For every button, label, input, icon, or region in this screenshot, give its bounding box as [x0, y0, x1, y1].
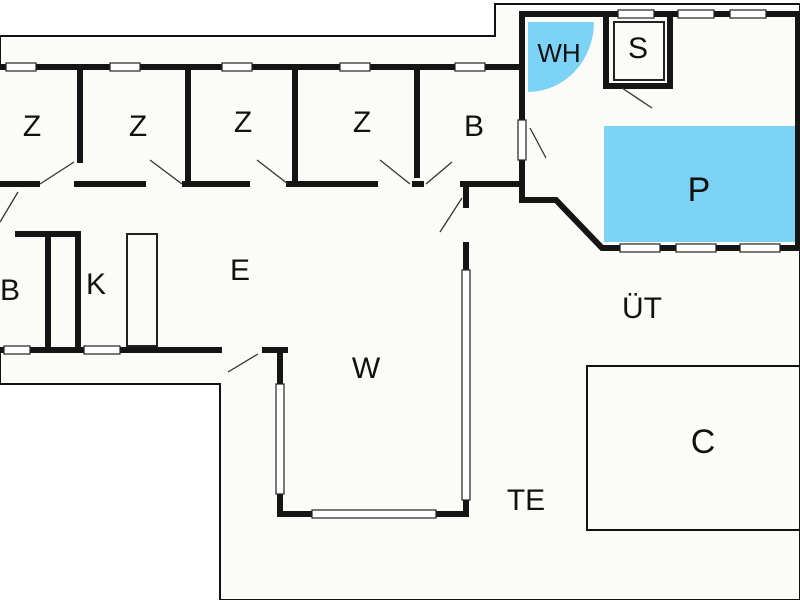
- door-swing: [379, 159, 411, 185]
- room-label-terrace: TE: [507, 484, 545, 517]
- window: [5, 62, 37, 72]
- window: [83, 345, 121, 355]
- room-label-whirlpool: WH: [537, 38, 580, 68]
- kitchen-counter: [126, 233, 158, 347]
- whirlpool-tub: [528, 22, 594, 92]
- door-opening: [222, 346, 262, 354]
- room-label-kitchen: K: [86, 268, 106, 301]
- window: [675, 243, 717, 253]
- door-swing: [425, 161, 453, 185]
- room-label-living: E: [230, 254, 250, 287]
- door-opening: [250, 180, 286, 188]
- door-swing: [621, 87, 653, 109]
- room-label-bedroom: Z: [23, 110, 41, 143]
- room-label-bedroom: Z: [234, 106, 252, 139]
- door-opening: [424, 180, 460, 188]
- room-label-bath: B: [0, 274, 20, 307]
- room-label-winter-garden: W: [352, 352, 381, 385]
- carport-outline: [586, 365, 800, 531]
- door-swing: [227, 353, 259, 373]
- room-label-bedroom: Z: [353, 106, 371, 139]
- window: [461, 269, 471, 501]
- window: [517, 119, 527, 161]
- wall-sauna: [603, 11, 673, 89]
- room-label-bedroom: Z: [129, 110, 147, 143]
- room-label-pool: P: [688, 171, 711, 209]
- door-opening: [146, 180, 182, 188]
- window: [677, 9, 715, 19]
- room-label-outdoor: ÜT: [622, 292, 662, 325]
- door-swing: [39, 161, 75, 185]
- door-swing: [439, 197, 463, 233]
- window: [3, 345, 31, 355]
- window: [619, 243, 661, 253]
- window: [617, 9, 655, 19]
- pool-water: [604, 126, 796, 242]
- window: [275, 383, 285, 495]
- sauna-inner: [613, 21, 665, 81]
- door-swing: [529, 127, 547, 159]
- door-opening: [40, 180, 74, 188]
- door-swing: [0, 191, 19, 223]
- window: [339, 62, 371, 72]
- window: [109, 62, 141, 72]
- window: [454, 62, 486, 72]
- window: [221, 62, 253, 72]
- door-swing: [149, 159, 183, 185]
- room-label-bath: B: [464, 110, 484, 143]
- building-floor: [0, 14, 800, 514]
- room-label-sauna: S: [628, 32, 648, 65]
- window: [729, 9, 767, 19]
- door-swing: [256, 159, 289, 185]
- window: [311, 509, 437, 519]
- door-opening: [378, 180, 412, 188]
- window: [739, 243, 781, 253]
- room-label-carport: C: [691, 423, 716, 461]
